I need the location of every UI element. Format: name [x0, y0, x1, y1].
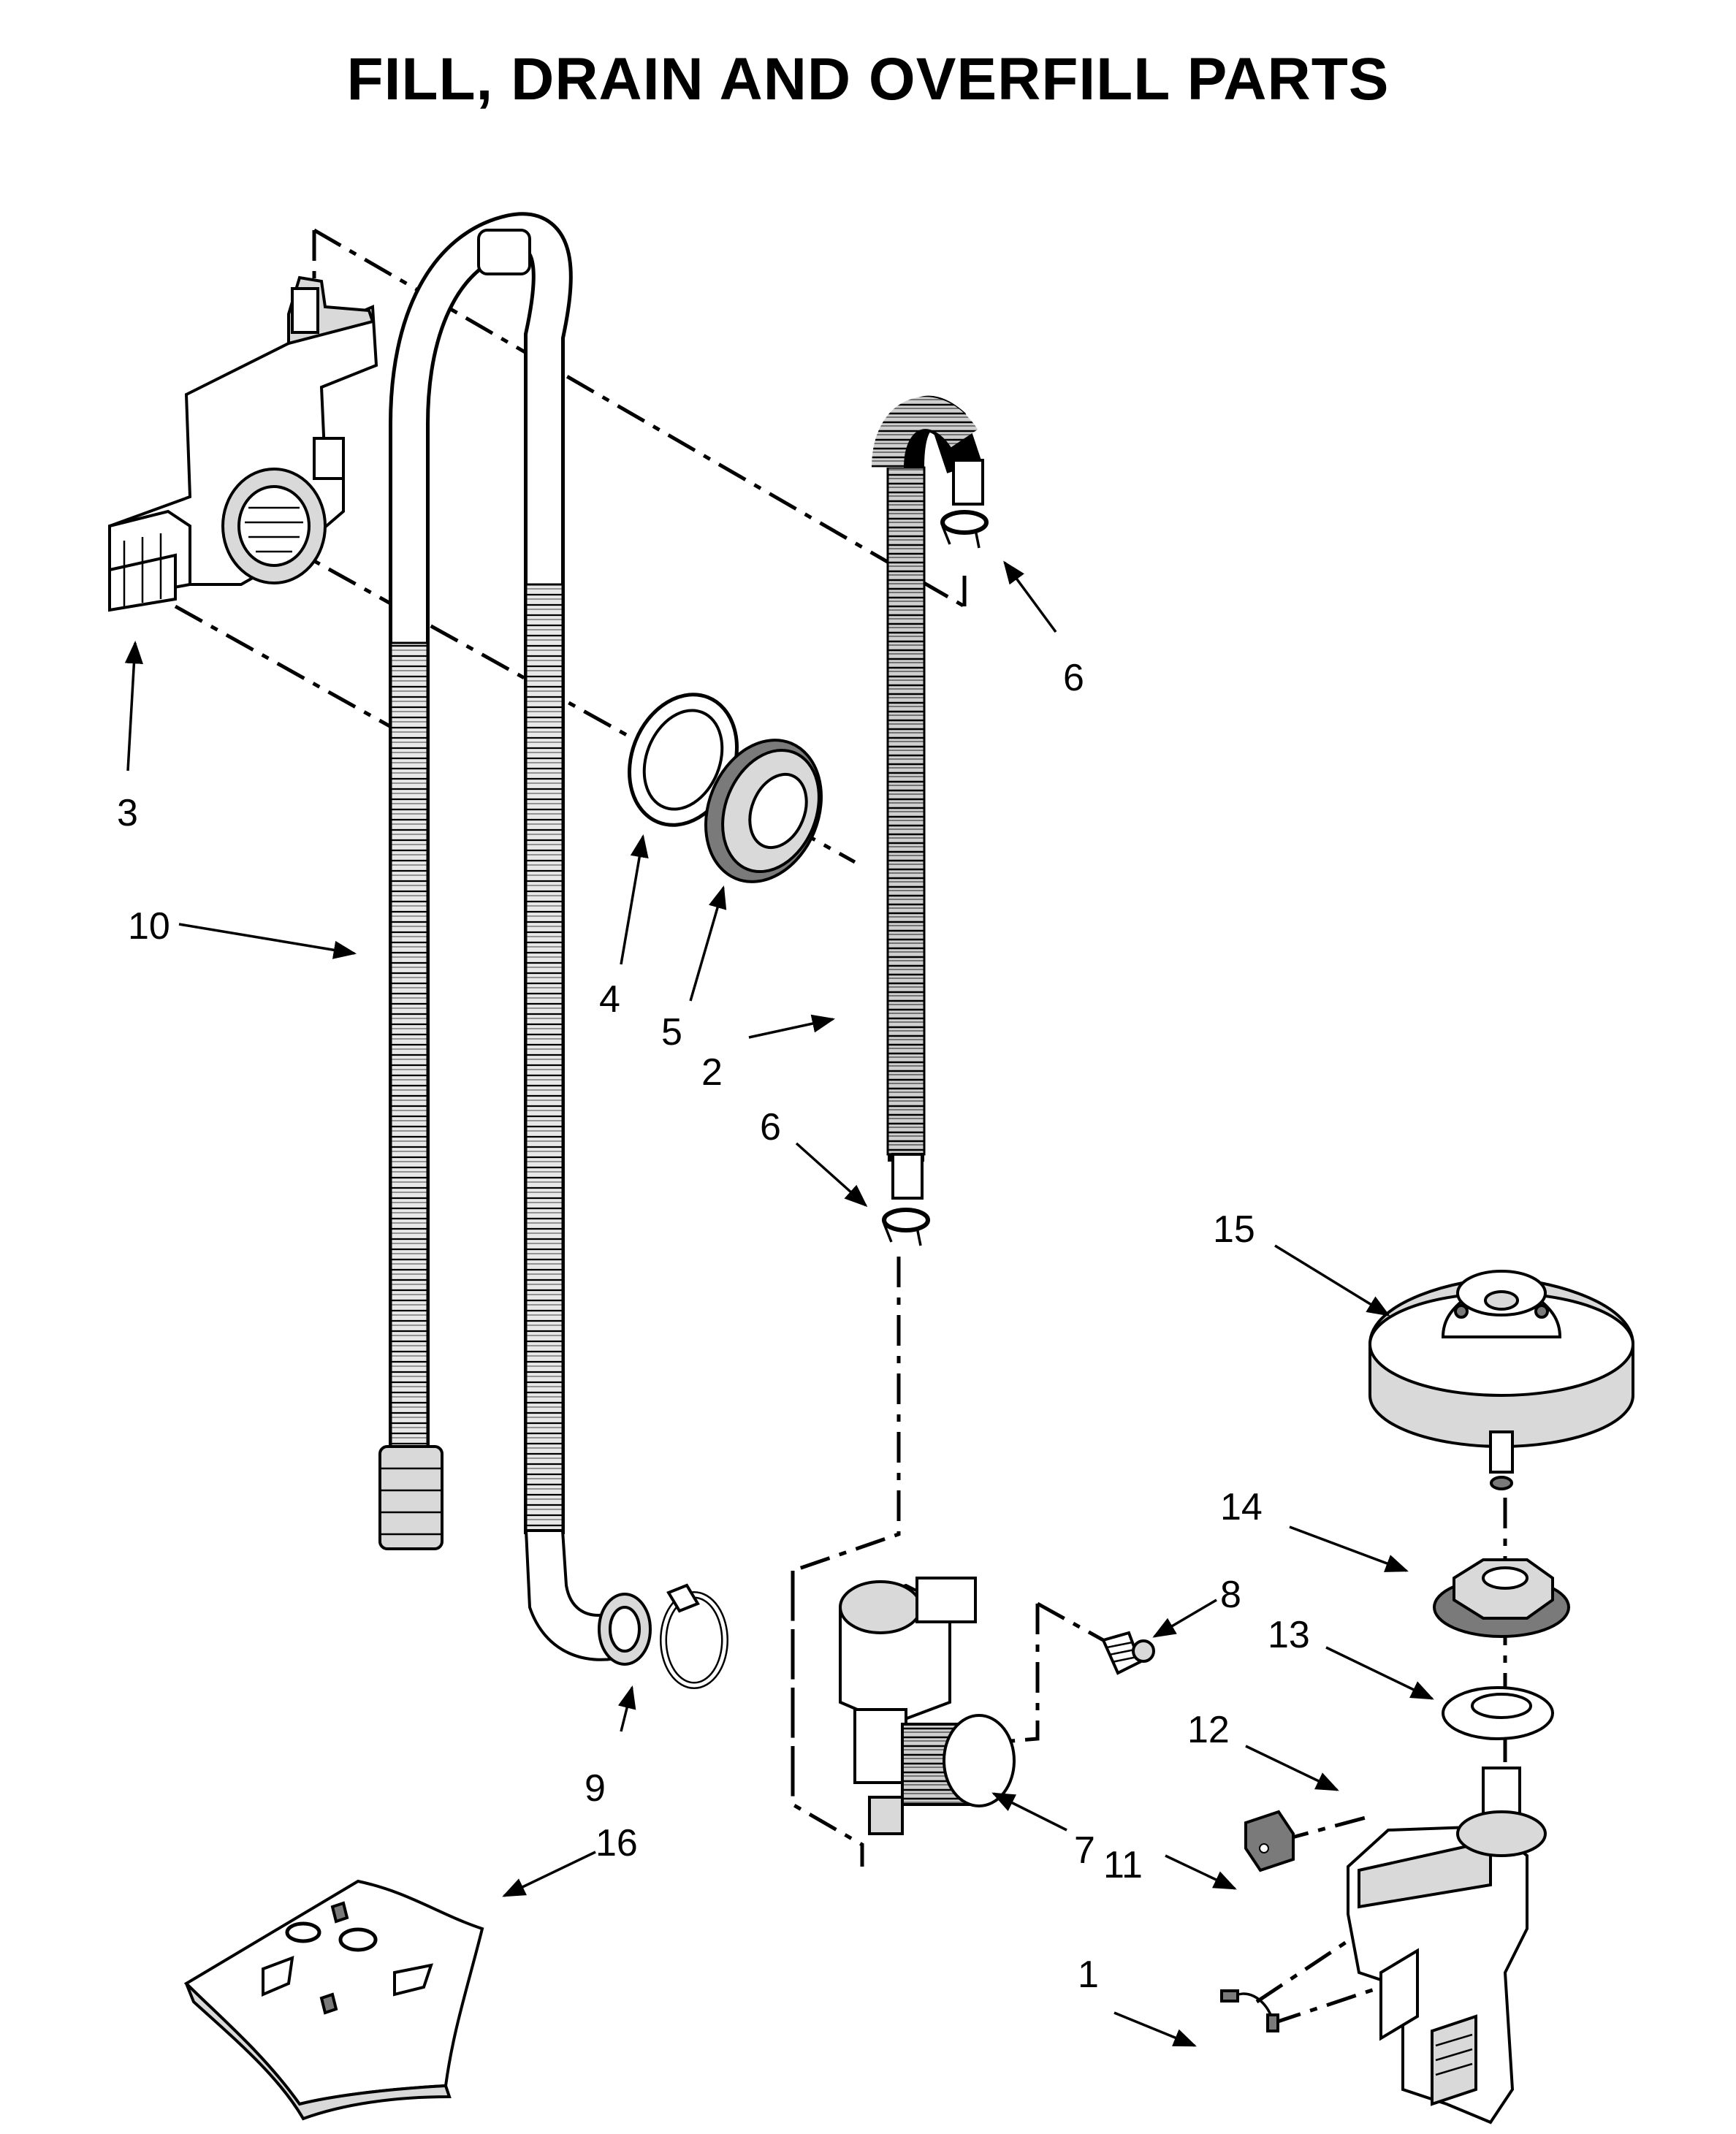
- callout-2: 2: [701, 1051, 723, 1094]
- callout-13: 13: [1268, 1614, 1310, 1656]
- callout-labels: 1 2 3 4 5 6 6 7 8 9 10 11 12 13 14 15 16: [117, 657, 1310, 1996]
- diagram-title: FILL, DRAIN AND OVERFILL PARTS: [346, 46, 1390, 113]
- callout-11: 11: [1103, 1844, 1143, 1886]
- callout-6-top: 6: [1063, 657, 1084, 699]
- callout-14: 14: [1220, 1486, 1263, 1528]
- gasket-part-4: [628, 693, 739, 827]
- callout-6-bottom: 6: [760, 1106, 781, 1148]
- callout-10: 10: [128, 905, 170, 948]
- callout-8: 8: [1220, 1574, 1241, 1616]
- hardware-bag-part-16: [183, 1879, 484, 2121]
- fill-hose-part-2: [872, 395, 984, 1200]
- callout-7: 7: [1074, 1829, 1095, 1872]
- float-switch-bracket-part-12: [1347, 1767, 1547, 2125]
- spring-clamp-part-6-top: [940, 510, 989, 549]
- hose-clamp-part-9: [660, 1583, 728, 1689]
- float-washer-part-13: [1442, 1686, 1554, 1740]
- callout-16: 16: [595, 1822, 638, 1864]
- leader-arrows: [124, 560, 1434, 2047]
- drain-hose-part-10: [378, 212, 652, 1666]
- callout-15: 15: [1213, 1208, 1255, 1251]
- air-gap-housing-part-3: [108, 275, 378, 612]
- float-nut-part-14: [1433, 1558, 1570, 1638]
- fill-valve-part-7: [839, 1577, 1016, 1835]
- callout-9: 9: [585, 1767, 606, 1810]
- screw-part-8: [1101, 1631, 1155, 1675]
- wire-harness-part-1: [1220, 1989, 1279, 2032]
- callout-5: 5: [661, 1011, 682, 1053]
- callout-3: 3: [117, 792, 138, 834]
- micro-switch-part-11: [1244, 1810, 1295, 1872]
- alignment-lines: [174, 228, 1507, 2026]
- callout-12: 12: [1187, 1709, 1230, 1751]
- callout-4: 4: [599, 978, 620, 1021]
- callout-1: 1: [1078, 1954, 1099, 1996]
- spring-clamp-part-6-bottom: [882, 1208, 930, 1246]
- float-part-15: [1368, 1270, 1634, 1490]
- nut-part-5: [704, 739, 823, 883]
